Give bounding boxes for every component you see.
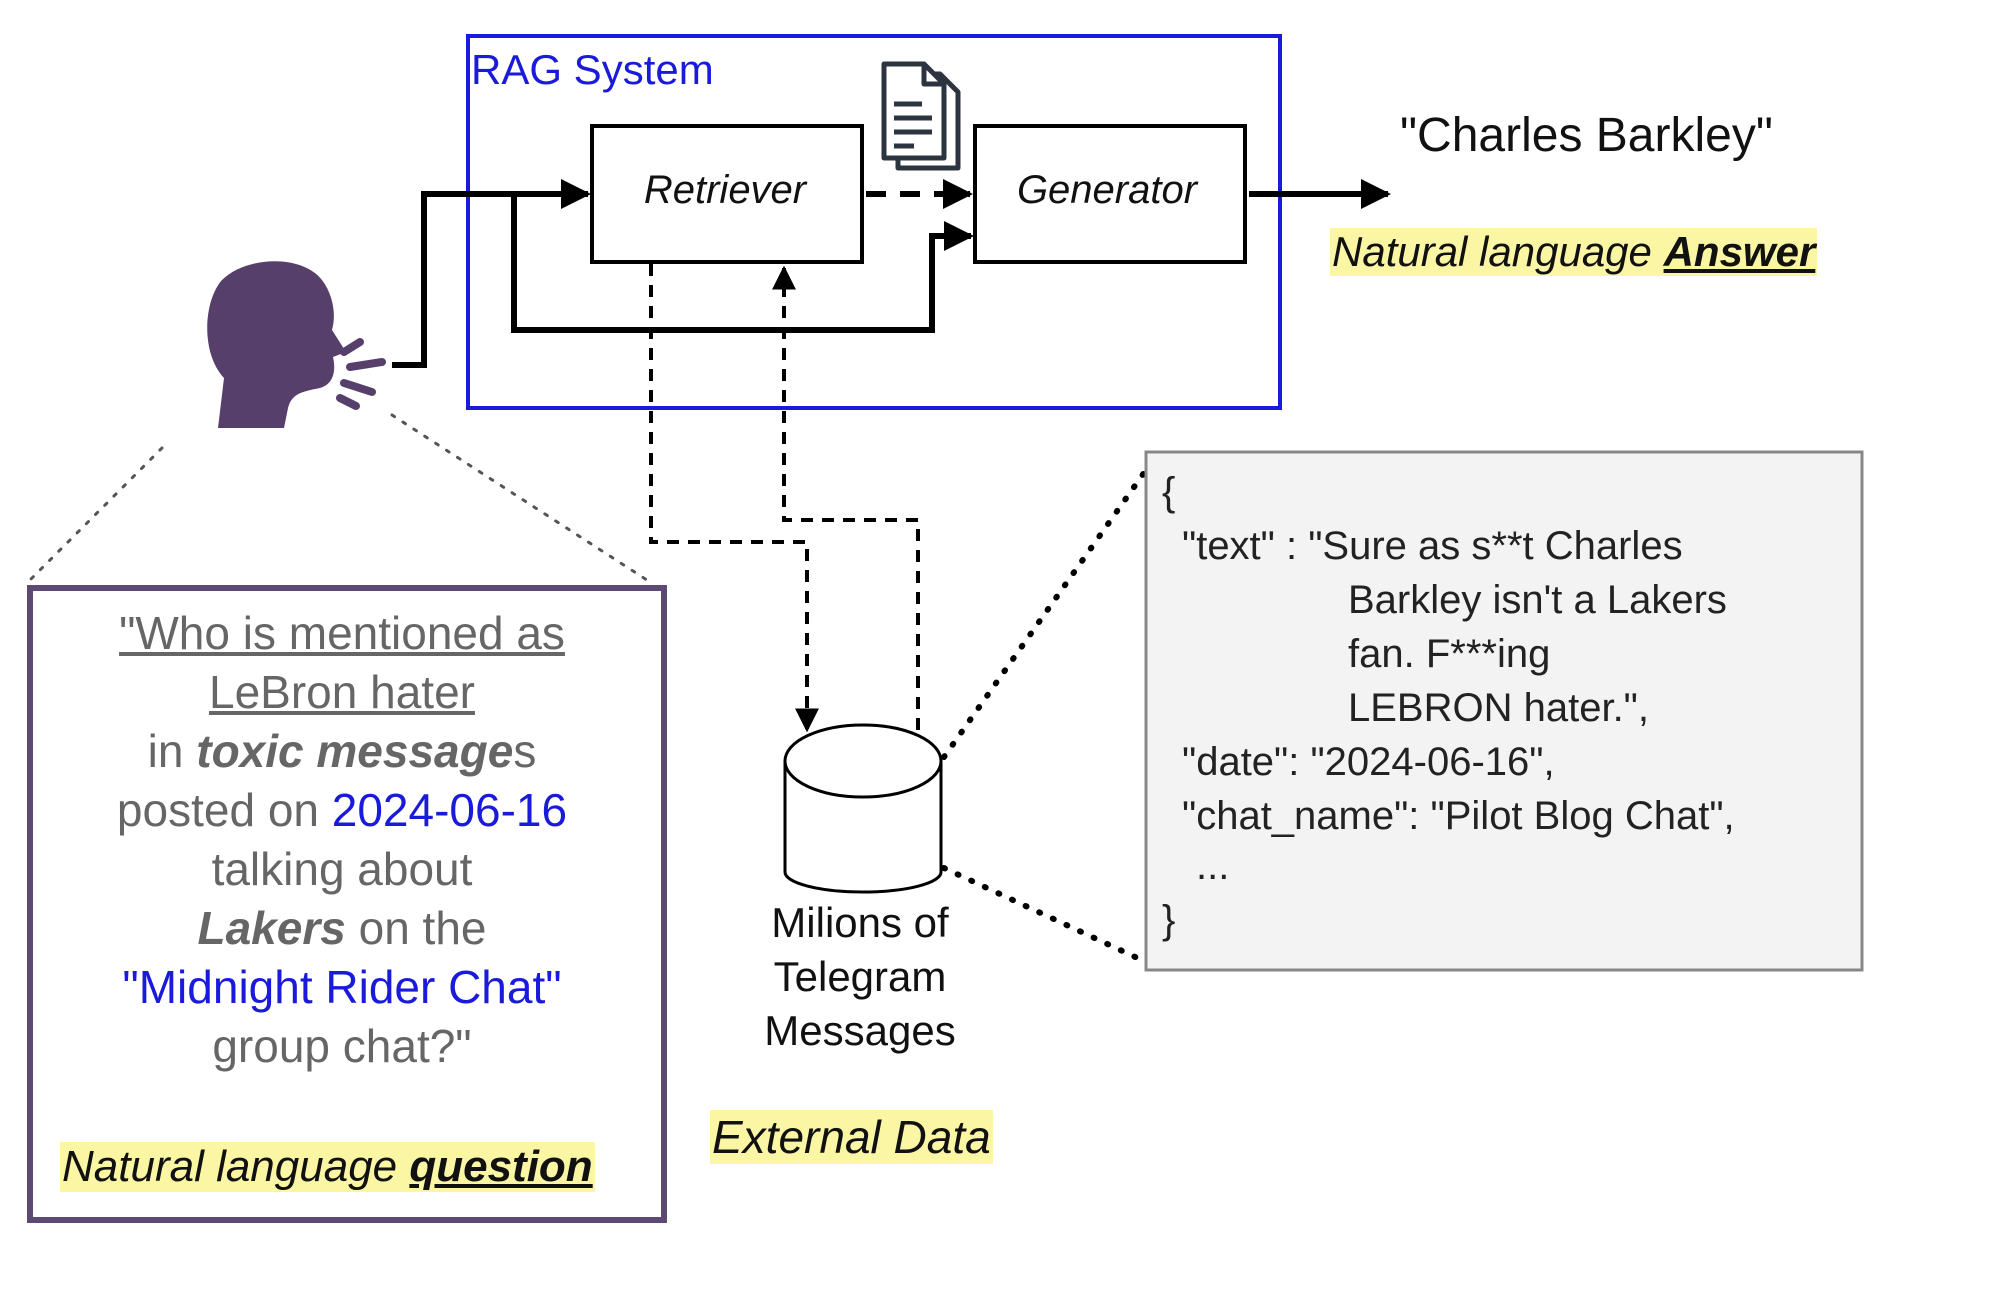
json-chat-name-field: "chat_name": "Pilot Blog Chat", xyxy=(1182,794,1735,838)
question-line-3: in toxic messages xyxy=(32,722,652,781)
question-line-3-prefix: in xyxy=(147,725,197,777)
database-caption: Milions of Telegram Messages xyxy=(720,896,1000,1058)
database-caption-line-3: Messages xyxy=(764,1007,956,1054)
answer-caption: Natural language Answer xyxy=(1330,228,1818,276)
answer-caption-prefix: Natural language xyxy=(1332,228,1664,275)
question-line-1: "Who is mentioned as xyxy=(32,604,652,663)
json-text-field: "text" : "Sure as s**t Charles xyxy=(1182,524,1683,568)
retriever-label: Retriever xyxy=(643,168,807,212)
database-cylinder-icon xyxy=(783,723,943,894)
json-record-text: { "text" : "Sure as s**t Charles Barkley… xyxy=(1138,452,1848,962)
question-line-3-emphasis: toxic message xyxy=(196,725,514,777)
database-to-retriever-arrow xyxy=(772,265,920,730)
input-to-retriever-arrow xyxy=(392,179,591,368)
json-close-brace: } xyxy=(1162,898,1176,942)
question-line-3-suffix: s xyxy=(513,725,537,777)
question-line-8: group chat?" xyxy=(212,1020,472,1072)
question-chat-name: "Midnight Rider Chat" xyxy=(122,961,562,1013)
json-text-continuation-3: LEBRON hater.", xyxy=(1348,686,1649,730)
generator-box xyxy=(973,124,1247,264)
question-text: "Who is mentioned as LeBron hater in tox… xyxy=(32,604,652,1076)
question-line-1-text: "Who is mentioned as xyxy=(119,607,565,659)
answer-caption-emphasis: Answer xyxy=(1663,228,1816,275)
json-callout-line-top xyxy=(941,467,1149,760)
json-record-box xyxy=(1144,450,1864,972)
question-line-5: talking about xyxy=(211,843,473,895)
retriever-box xyxy=(590,124,864,264)
question-line-4-prefix: posted on xyxy=(116,784,332,836)
database-caption-line-2: Telegram xyxy=(773,953,947,1000)
question-line-4: posted on 2024-06-16 xyxy=(32,781,652,840)
external-data-caption: External Data xyxy=(710,1110,993,1164)
question-line-6-suffix: on the xyxy=(345,902,487,954)
rag-system-title: RAG System xyxy=(471,46,714,93)
speaking-person-icon xyxy=(207,261,386,428)
documents-icon xyxy=(881,61,961,171)
question-caption-prefix: Natural language xyxy=(62,1142,410,1191)
json-ellipsis: ... xyxy=(1196,844,1230,888)
question-line-2: LeBron hater xyxy=(32,663,652,722)
question-date: 2024-06-16 xyxy=(331,784,568,836)
question-line-6: Lakers on the xyxy=(32,899,652,958)
question-callout-line-left xyxy=(26,446,164,584)
rag-system-box xyxy=(466,34,1282,410)
question-caption-emphasis: question xyxy=(409,1142,593,1191)
json-open-brace: { xyxy=(1162,470,1176,514)
question-box xyxy=(27,585,667,1223)
retriever-to-database-arrow xyxy=(649,264,819,733)
question-line-6-emphasis: Lakers xyxy=(197,902,346,954)
question-callout-line-right xyxy=(390,413,652,584)
json-text-continuation-2: fan. F***ing xyxy=(1348,632,1551,676)
generator-label: Generator xyxy=(1016,168,1198,212)
json-text-continuation-1: Barkley isn't a Lakers xyxy=(1348,578,1727,622)
question-line-2-text: LeBron hater xyxy=(209,666,475,718)
question-caption: Natural language question xyxy=(60,1142,595,1192)
json-date-field: "date": "2024-06-16", xyxy=(1182,740,1555,784)
answer-text: "Charles Barkley" xyxy=(1400,109,1773,162)
query-to-generator-arrow xyxy=(511,194,974,333)
database-caption-line-1: Milions of xyxy=(771,899,949,946)
